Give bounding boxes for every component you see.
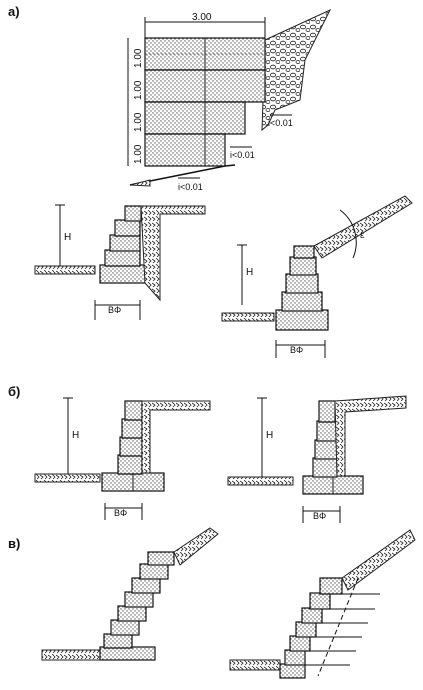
slope-label-3: i<0.01 — [178, 182, 203, 192]
section-label-c: в) — [8, 536, 20, 551]
slope-label-2: i<0.01 — [230, 150, 255, 160]
height-label-4: 1.00 — [133, 144, 144, 164]
width-dimension-label: 3.00 — [192, 12, 212, 23]
section-label-b: б) — [8, 384, 20, 399]
wall-b-left-base-label: BΦ — [114, 508, 127, 518]
top-gabion-figure: 3.00 1.00 1.00 1.00 1.00 i<0.01 i<0.01 i… — [127, 8, 332, 192]
wall-a-left-base-label: BΦ — [108, 305, 121, 315]
wall-a-left-height-label: H — [64, 232, 71, 243]
slope-label-1: i<0.01 — [268, 118, 293, 128]
wall-b-left-height-label: H — [72, 430, 79, 441]
wall-b-right-base-label: BΦ — [313, 511, 326, 521]
wall-a-right: H ε BΦ — [221, 195, 413, 358]
height-label-2: 1.00 — [133, 80, 144, 100]
height-label-3: 1.00 — [133, 112, 144, 132]
wall-a-right-height-label: H — [246, 267, 253, 278]
wall-b-right-height-label: H — [266, 430, 273, 441]
wall-b-left: H BΦ — [34, 397, 211, 520]
wall-a-right-base-label: BΦ — [290, 345, 303, 355]
wall-c-left — [41, 527, 219, 661]
height-label-1: 1.00 — [133, 48, 144, 68]
section-label-a: а) — [8, 4, 20, 19]
wall-c-right — [229, 529, 416, 679]
wall-b-right: H BΦ — [227, 395, 407, 523]
wall-a-right-angle-label: ε — [360, 230, 365, 241]
wall-a-left: H BΦ — [34, 204, 206, 320]
